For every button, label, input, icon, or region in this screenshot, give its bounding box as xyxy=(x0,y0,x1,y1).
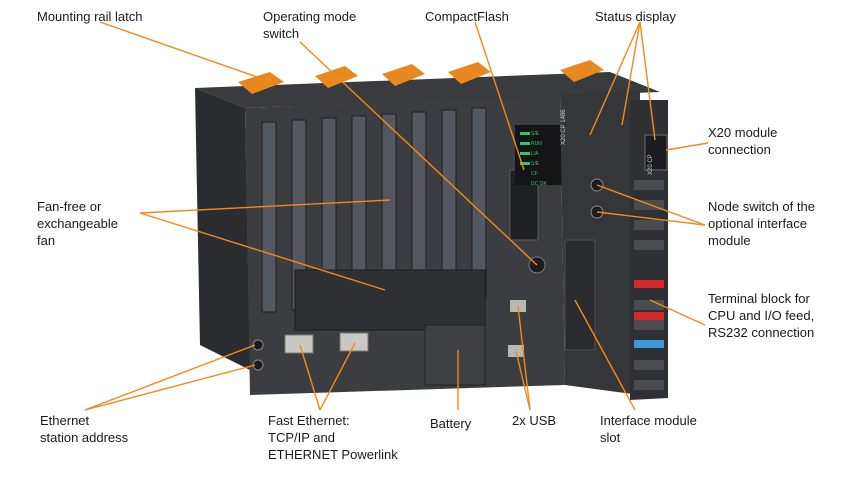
label-battery: Battery xyxy=(430,416,472,431)
label-compactflash: CompactFlash xyxy=(425,9,509,24)
terminal-red-marker-1 xyxy=(634,280,664,288)
leader-lines xyxy=(84,21,709,411)
label-status-display: Status display xyxy=(595,9,676,24)
controller-body xyxy=(195,88,250,370)
fan-cover-panel xyxy=(294,269,486,331)
label-interface-module-slot: Interface module slot xyxy=(600,413,697,445)
status-led-label: L/A xyxy=(531,151,539,157)
ethernet-station-address-switch-1 xyxy=(252,339,264,351)
terminal-red-marker-2 xyxy=(634,312,664,320)
status-led-label: CF xyxy=(531,171,538,177)
status-led-labels: S/E RUN L/A S/E CF DC OK xyxy=(531,129,547,189)
controller-top-surface xyxy=(195,72,660,108)
status-led-label: DC OK xyxy=(531,181,547,187)
x20-connector xyxy=(644,134,668,171)
terminal-blue-marker xyxy=(634,340,664,348)
device-side-marking: X20 CP xyxy=(648,154,654,175)
label-fast-ethernet: Fast Ethernet: TCP/IP and ETHERNET Power… xyxy=(268,413,398,462)
label-ethernet-station-address: Ethernet station address xyxy=(40,413,129,445)
label-fan: Fan-free or exchangeable fan xyxy=(37,199,118,248)
ethernet-port-1 xyxy=(284,334,314,354)
status-led-label: RUN xyxy=(531,141,542,147)
label-terminal-block: Terminal block for CPU and I/O feed, RS2… xyxy=(708,291,815,340)
label-operating-mode-switch: Operating mode switch xyxy=(263,9,357,41)
interface-module-slot xyxy=(564,239,596,351)
label-x20-module-connection: X20 module connection xyxy=(708,125,778,157)
status-led-label: S/E xyxy=(531,161,540,167)
label-node-switch: Node switch of the optional interface mo… xyxy=(708,199,815,248)
label-mounting-rail-latch: Mounting rail latch xyxy=(37,9,143,24)
ethernet-port-2 xyxy=(339,332,369,352)
status-led-label: S/E xyxy=(531,131,540,137)
battery-cover xyxy=(424,324,486,386)
device-model-marking: X20 CP 1486 xyxy=(561,109,567,145)
label-usb: 2x USB xyxy=(512,413,557,428)
